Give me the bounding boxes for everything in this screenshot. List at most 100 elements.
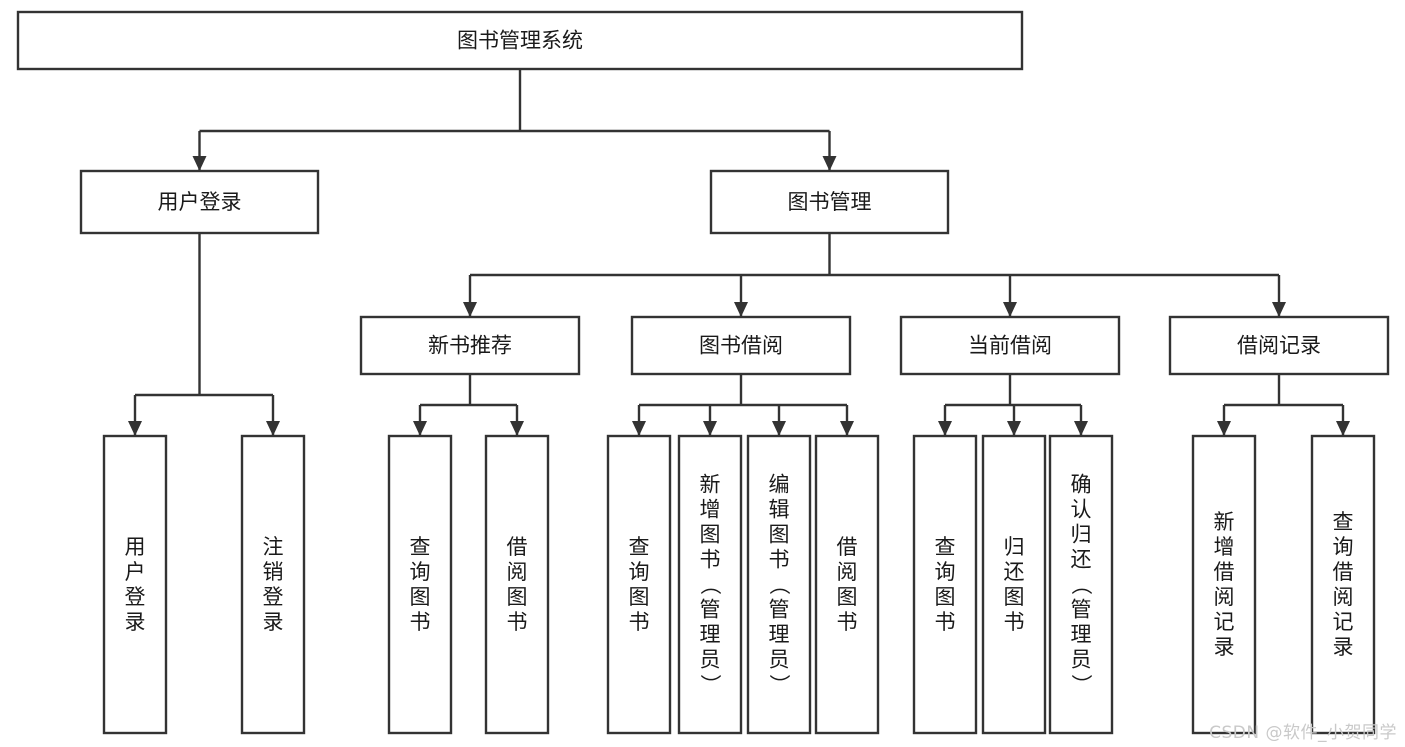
arrow-head-icon [1007,421,1021,436]
node-label-leaf-add-book: （ [698,574,722,595]
node-label-leaf-return-book: 还 [1004,560,1025,584]
node-label-leaf-edit-book: 辑 [769,498,790,522]
node-label-leaf-edit-book: ） [767,674,791,695]
node-label-leaf-confirm-return: ） [1069,674,1093,695]
node-book-management[interactable]: 图书管理 [709,169,950,235]
node-box-leaf-add-borrow-record [1191,434,1257,735]
node-box-book-borrow [630,315,852,376]
node-label-leaf-return-book: 书 [1004,610,1025,634]
node-label-leaf-query-book-current: 书 [935,610,956,634]
node-label-current-borrow: 当前借阅 [968,334,1052,358]
node-label-leaf-confirm-return: 还 [1071,548,1092,572]
arrow-head-icon [938,421,952,436]
node-label-leaf-query-borrow-record: 阅 [1333,585,1354,609]
node-box-root [16,10,1024,71]
node-label-leaf-borrow-book: 图 [837,585,858,609]
node-box-leaf-query-book-borrow [606,434,672,735]
node-label-leaf-query-book-recommend: 书 [410,610,431,634]
node-label-leaf-add-book: ） [698,674,722,695]
node-box-leaf-add-book [677,434,743,735]
node-label-leaf-edit-book: （ [767,574,791,595]
node-box-leaf-logout [240,434,306,735]
node-label-leaf-edit-book: 管 [769,598,790,622]
node-label-book-management: 图书管理 [788,190,872,214]
node-root[interactable]: 图书管理系统 [16,10,1024,71]
node-label-leaf-edit-book: 图 [769,523,790,547]
node-new-book-recommend[interactable]: 新书推荐 [359,315,581,376]
node-label-leaf-confirm-return: 认 [1071,498,1092,522]
arrow-head-icon [1336,421,1350,436]
node-label-leaf-query-book-borrow: 图 [629,585,650,609]
node-label-leaf-add-borrow-record: 记 [1214,610,1235,634]
arrow-head-icon [413,421,427,436]
node-label-leaf-query-book-current: 询 [935,560,956,584]
arrow-head-icon [192,156,207,171]
node-box-borrow-records [1168,315,1390,376]
node-label-leaf-query-book-borrow: 查 [629,535,650,559]
node-book-borrow[interactable]: 图书借阅 [630,315,852,376]
node-label-leaf-add-borrow-record: 借 [1214,560,1235,584]
node-box-book-management [709,169,950,235]
node-label-root: 图书管理系统 [457,29,583,53]
arrow-head-icon [463,302,477,317]
node-label-leaf-add-book: 员 [700,648,721,672]
node-label-leaf-query-borrow-record: 借 [1333,560,1354,584]
node-label-leaf-add-borrow-record: 新 [1214,510,1235,534]
node-label-leaf-logout: 销 [263,560,284,584]
node-current-borrow[interactable]: 当前借阅 [899,315,1121,376]
node-label-leaf-add-book: 增 [700,498,721,522]
node-label-leaf-query-book-current: 图 [935,585,956,609]
arrow-head-icon [822,156,837,171]
node-label-leaf-query-book-recommend: 询 [410,560,431,584]
node-label-leaf-add-book: 管 [700,598,721,622]
node-box-new-book-recommend [359,315,581,376]
node-leaf-user-login[interactable]: 用户登录 [102,434,168,735]
node-label-leaf-query-borrow-record: 录 [1333,635,1354,659]
node-label-leaf-query-book-borrow: 书 [629,610,650,634]
node-label-leaf-return-book: 归 [1004,535,1025,559]
node-label-leaf-borrow-book-recommend: 书 [507,610,528,634]
arrow-head-icon [703,421,717,436]
node-box-current-borrow [899,315,1121,376]
node-label-leaf-user-login: 用 [125,535,146,559]
node-label-leaf-edit-book: 书 [769,548,790,572]
node-layer: 图书管理系统用户登录图书管理新书推荐图书借阅当前借阅借阅记录用户登录注销登录查询… [16,10,1390,735]
node-label-new-book-recommend: 新书推荐 [428,334,512,358]
node-label-leaf-add-book: 新 [700,473,721,497]
node-label-leaf-user-login: 登 [125,585,146,609]
node-label-leaf-query-borrow-record: 查 [1333,510,1354,534]
node-label-user-login: 用户登录 [158,190,242,214]
node-box-leaf-edit-book [746,434,812,735]
arrow-head-icon [128,421,142,436]
node-label-leaf-borrow-book: 书 [837,610,858,634]
node-label-leaf-confirm-return: 管 [1071,598,1092,622]
node-label-leaf-query-borrow-record: 记 [1333,610,1354,634]
node-label-leaf-user-login: 录 [125,610,146,634]
node-user-login[interactable]: 用户登录 [79,169,320,235]
node-label-borrow-records: 借阅记录 [1237,334,1321,358]
node-borrow-records[interactable]: 借阅记录 [1168,315,1390,376]
node-label-leaf-confirm-return: 归 [1071,523,1092,547]
arrow-head-icon [1074,421,1088,436]
node-label-leaf-logout: 注 [263,535,284,559]
node-label-leaf-logout: 登 [263,585,284,609]
node-label-leaf-borrow-book-recommend: 借 [507,535,528,559]
node-box-leaf-query-borrow-record [1310,434,1376,735]
node-label-leaf-add-book: 图 [700,523,721,547]
node-label-leaf-confirm-return: 理 [1071,623,1092,647]
node-label-leaf-logout: 录 [263,610,284,634]
node-label-leaf-query-book-recommend: 查 [410,535,431,559]
